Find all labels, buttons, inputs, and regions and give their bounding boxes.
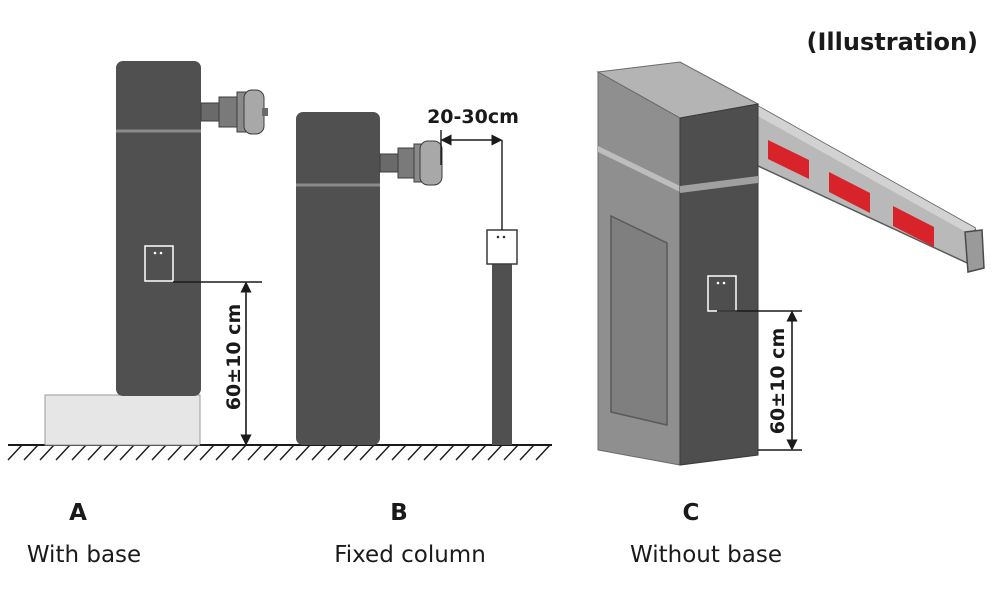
sensor-box-icon — [486, 229, 518, 265]
hatch-mark — [135, 444, 151, 461]
hatch-mark — [151, 444, 167, 461]
hatch-mark — [39, 444, 55, 461]
panel-b-letter: B — [390, 500, 408, 526]
hatch-mark — [279, 444, 295, 461]
panel-c-letter: C — [683, 500, 700, 526]
column-body-b — [296, 112, 380, 445]
sensor-box-icon — [707, 275, 737, 312]
hatch-mark — [295, 444, 311, 461]
hatch-mark — [503, 444, 519, 461]
hatch-mark — [311, 444, 327, 461]
column-body-a — [116, 61, 201, 396]
panel-b-illustration: 20-30cm — [296, 106, 519, 445]
hatch-mark — [391, 444, 407, 461]
hatch-mark — [215, 444, 231, 461]
hatch-mark — [439, 444, 455, 461]
ground-hatch — [7, 444, 552, 461]
hatch-mark — [535, 444, 551, 461]
concrete-base — [44, 394, 201, 446]
hatch-mark — [423, 444, 439, 461]
hatch-mark — [471, 444, 487, 461]
arm-hub-icon — [379, 140, 443, 186]
fixed-post — [492, 262, 512, 445]
boom-end-cap — [964, 229, 985, 273]
hatch-mark — [343, 444, 359, 461]
panel-b-caption: Fixed column — [334, 542, 486, 568]
cabinet-door-panel — [610, 214, 668, 426]
arm-hub-icon — [200, 89, 268, 135]
hatch-mark — [199, 444, 215, 461]
hatch-mark — [119, 444, 135, 461]
reflector-strips — [768, 140, 934, 247]
distance-label: 20-30cm — [427, 106, 519, 128]
panel-a-letter: A — [69, 500, 87, 526]
hatch-mark — [167, 444, 183, 461]
hatch-mark — [103, 444, 119, 461]
hatch-mark — [87, 444, 103, 461]
hatch-mark — [71, 444, 87, 461]
panel-a-illustration: 60±10 cm — [44, 61, 268, 446]
hatch-mark — [263, 444, 279, 461]
hatch-mark — [7, 444, 23, 461]
panel-a-caption: With base — [27, 542, 141, 568]
sensor-box-icon — [144, 245, 174, 282]
hatch-mark — [407, 444, 423, 461]
hatch-mark — [247, 444, 263, 461]
hatch-mark — [183, 444, 199, 461]
hatch-mark — [55, 444, 71, 461]
hatch-mark — [375, 444, 391, 461]
hatch-mark — [23, 444, 39, 461]
hatch-mark — [487, 444, 503, 461]
hatch-mark — [359, 444, 375, 461]
hatch-mark — [327, 444, 343, 461]
hatch-mark — [231, 444, 247, 461]
panel-c-illustration: 60±10 cm — [596, 61, 985, 466]
hatch-mark — [519, 444, 535, 461]
panel-c-caption: Without base — [630, 542, 782, 568]
height-label-c: 60±10 cm — [767, 328, 789, 434]
hatch-mark — [455, 444, 471, 461]
height-label-a: 60±10 cm — [223, 304, 245, 410]
illustration-note: (Illustration) — [807, 28, 978, 56]
